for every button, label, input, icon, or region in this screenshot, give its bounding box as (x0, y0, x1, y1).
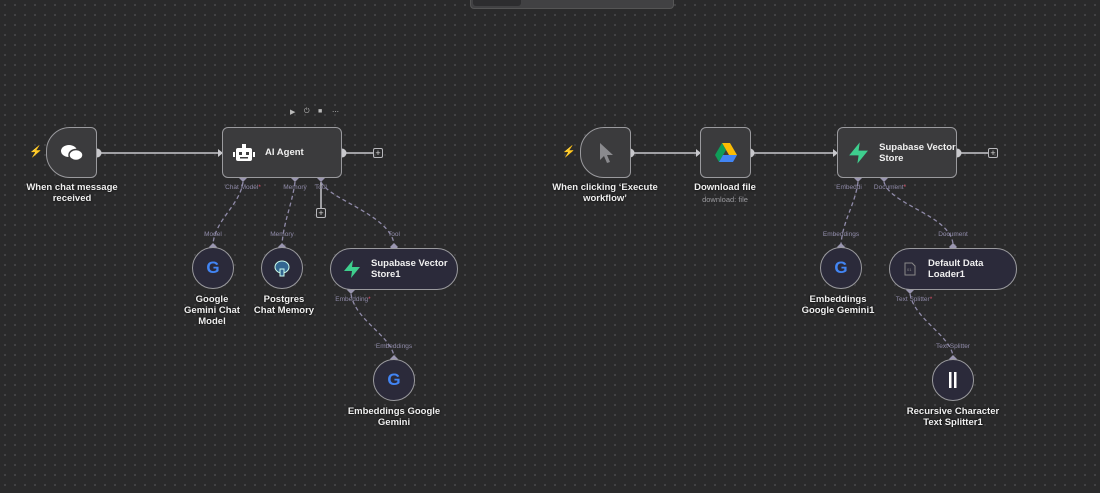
google-icon: G (387, 370, 401, 389)
binary-file-icon: 01 (904, 262, 916, 276)
play-icon[interactable]: ▶ (290, 109, 296, 116)
input-label-model: Model (204, 231, 222, 238)
ai-agent-title: AI Agent (265, 147, 304, 158)
input-label-tool: Tool (388, 231, 400, 238)
handle-label-document: Document* (873, 184, 907, 191)
text-splitter-node[interactable] (932, 359, 974, 401)
add-tool-button[interactable]: + (316, 208, 326, 218)
more-icon[interactable]: ⋯ (332, 109, 339, 116)
trigger-bolt-icon: ⚡ (562, 146, 576, 158)
embeddings-gemini-label: Embeddings Google Gemini (347, 406, 441, 428)
add-node-button[interactable]: + (373, 148, 383, 158)
postgres-memory-label: Postgres Chat Memory (253, 294, 315, 316)
handle-label-chat-model: Chat Model* (225, 184, 261, 191)
edge-agent-tool (320, 181, 395, 245)
trash-icon[interactable]: ■ (318, 108, 323, 115)
embeddings-gemini-node[interactable]: G (373, 359, 415, 401)
input-label-memory: Memory (270, 231, 294, 238)
top-toolbar[interactable] (470, 0, 674, 9)
download-file-label: Download file (694, 182, 756, 193)
embeddings-gemini1-node[interactable]: G (820, 247, 862, 289)
gemini-chat-model-node[interactable]: G (192, 247, 234, 289)
edge-vector-embeddings (840, 181, 859, 245)
trigger-bolt-icon: ⚡ (29, 146, 43, 158)
chat-bubbles-icon (60, 144, 84, 161)
edge-loader-splitter (909, 293, 954, 357)
postgres-icon (274, 260, 290, 277)
manual-trigger-label: When clicking ‘Execute workflow’ (552, 182, 658, 204)
supabase-vector-store1-node[interactable]: Supabase Vector Store1 (330, 248, 458, 290)
edge-vectortool-embeddings (350, 293, 395, 357)
svg-text:01: 01 (907, 267, 912, 272)
download-file-node[interactable] (700, 127, 751, 178)
power-icon[interactable]: ⏻ (304, 108, 310, 115)
supabase-vector-store1-title: Supabase Vector Store1 (371, 258, 448, 280)
supabase-icon (344, 260, 360, 278)
input-label-text-splitter: Text Splitter (936, 343, 970, 350)
ai-agent-node[interactable]: AI Agent (222, 127, 342, 178)
handle-label-tool: Tool (315, 184, 327, 191)
input-label-document: Document (938, 231, 968, 238)
postgres-memory-node[interactable] (261, 247, 303, 289)
google-icon: G (834, 258, 848, 277)
chat-trigger-label: When chat message received (26, 182, 118, 204)
google-icon: G (206, 258, 220, 277)
handle-label-text-splitter: Text Splitter* (895, 296, 933, 303)
chat-trigger-node[interactable] (46, 127, 97, 178)
handle-label-embedding: Embeddi (836, 184, 862, 191)
input-label-embeddings: Embeddings (375, 343, 413, 350)
manual-trigger-node[interactable] (580, 127, 631, 178)
supabase-vector-store-node[interactable]: Supabase Vector Store (837, 127, 957, 178)
embeddings-gemini1-label: Embeddings Google Gemini1 (801, 294, 875, 316)
gemini-chat-model-label: Google Gemini Chat Model (184, 294, 240, 327)
default-data-loader-node[interactable]: 01 Default Data Loader1 (889, 248, 1017, 290)
toolbar-segment-active[interactable] (473, 0, 521, 6)
supabase-vector-store-title: Supabase Vector Store (879, 141, 956, 164)
handle-label-memory: Memory (283, 184, 307, 191)
input-label-embeddings: Embeddings (822, 231, 860, 238)
edge-agent-memory (281, 181, 296, 245)
text-splitter-label: Recursive Character Text Splitter1 (906, 406, 1000, 428)
cursor-icon (599, 142, 613, 163)
splitter-icon (949, 372, 957, 388)
google-drive-icon (714, 143, 737, 162)
add-node-button[interactable]: + (988, 148, 998, 158)
handle-label-embedding: Embedding* (335, 296, 371, 303)
supabase-icon (849, 141, 868, 164)
download-file-subtitle: download: file (702, 195, 748, 204)
edge-vector-loader (883, 181, 954, 245)
default-data-loader-title: Default Data Loader1 (928, 258, 984, 280)
edge-agent-model (212, 181, 244, 245)
robot-icon (233, 143, 255, 161)
